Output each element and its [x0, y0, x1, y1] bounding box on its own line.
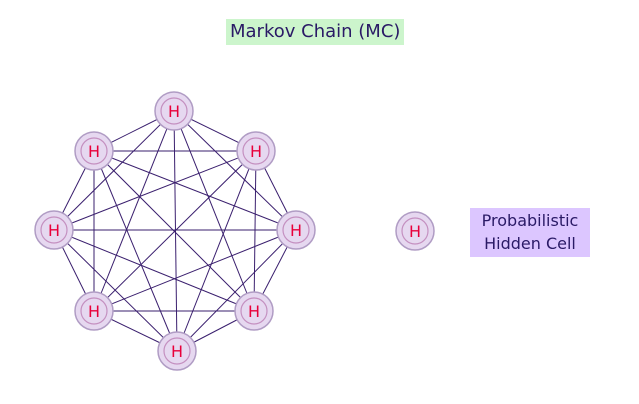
hidden-cell-node-5-label: H — [171, 342, 183, 361]
edge-0-3 — [173, 110, 255, 312]
edge-0-2 — [173, 110, 297, 231]
hidden-cell-node-6-inner-ring — [80, 297, 108, 325]
hidden-cell-node-4-inner-ring — [240, 297, 268, 325]
edge-1-4 — [176, 150, 257, 352]
legend-label-line-2: Hidden Cell — [484, 234, 576, 253]
hidden-cell-node-6: H — [74, 291, 114, 331]
hidden-cell-node-2-label: H — [250, 142, 262, 161]
hidden-cell-node-1-label: H — [168, 102, 180, 121]
edge-2-5 — [93, 229, 297, 312]
legend-label: Probabilistic Hidden Cell — [470, 208, 590, 257]
legend-node-label: H — [409, 222, 421, 241]
hidden-cell-node-8: H — [74, 131, 114, 171]
hidden-cell-node-6-label: H — [88, 302, 100, 321]
edge-3-6 — [53, 229, 255, 312]
node-group: H H H H H H H H H — [34, 91, 435, 371]
edge-3-7 — [93, 150, 255, 312]
legend-label-line-1: Probabilistic — [481, 211, 579, 230]
legend-node: H — [395, 211, 435, 251]
hidden-cell-node-2-inner-ring — [242, 137, 270, 165]
edge-4-6 — [53, 229, 178, 352]
hidden-cell-node-8-inner-ring — [80, 137, 108, 165]
hidden-cell-node-7-label: H — [48, 221, 60, 240]
edge-1-5 — [93, 150, 257, 312]
hidden-cell-node-5: H — [157, 331, 197, 371]
hidden-cell-node-4-label: H — [248, 302, 260, 321]
edge-1-3 — [253, 150, 257, 312]
hidden-cell-node-3-label: H — [290, 221, 302, 240]
edge-0-5 — [93, 110, 175, 312]
hidden-cell-node-1-inner-ring — [160, 97, 188, 125]
edge-2-4 — [176, 229, 297, 352]
edge-2-7 — [93, 150, 297, 231]
hidden-cell-node-3-inner-ring — [282, 216, 310, 244]
hidden-cell-node-7-inner-ring — [40, 216, 68, 244]
diagram-title: Markov Chain (MC) — [226, 19, 405, 45]
hidden-cell-node-8-label: H — [88, 142, 100, 161]
hidden-cell-node-1: H — [154, 91, 194, 131]
hidden-cell-node-2: H — [236, 131, 276, 171]
hidden-cell-node-3: H — [276, 210, 316, 250]
hidden-cell-node-4: H — [234, 291, 274, 331]
hidden-cell-node-5-inner-ring — [163, 337, 191, 365]
edge-1-6 — [53, 150, 257, 231]
edge-4-7 — [93, 150, 178, 352]
legend-node-inner-ring — [401, 217, 429, 245]
hidden-cell-node-7: H — [34, 210, 74, 250]
